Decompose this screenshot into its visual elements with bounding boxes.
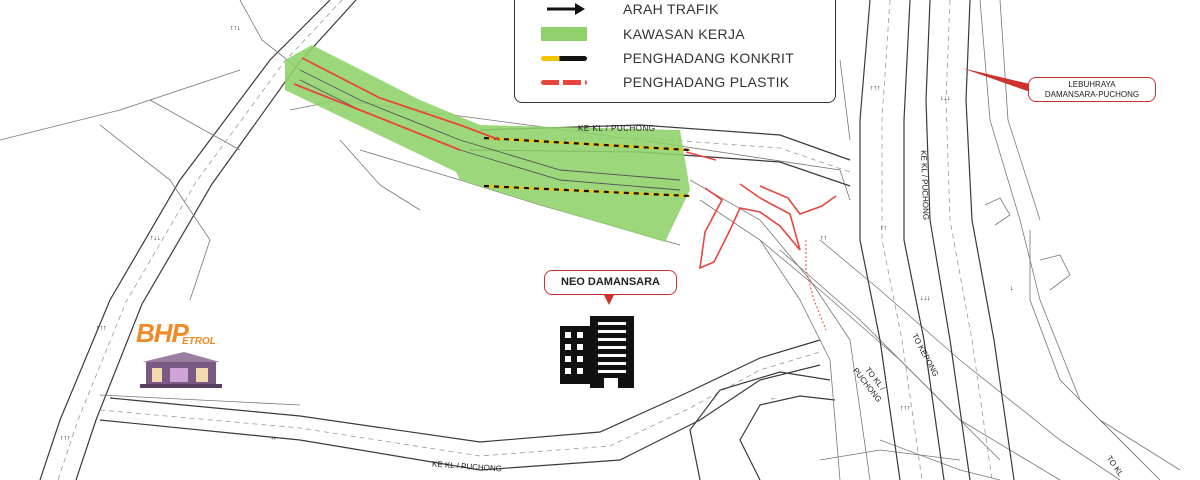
legend-row-work-zone: KAWASAN KERJA	[541, 24, 745, 44]
svg-text:↑↑: ↑↑	[880, 225, 887, 232]
bhp-petrol-logo: BHP ETROL	[132, 318, 224, 390]
concrete-barrier-line	[541, 51, 587, 65]
svg-text:↑↑: ↑↑	[820, 235, 827, 242]
svg-text:↓↓↓: ↓↓↓	[940, 95, 951, 102]
map-legend: ARAH TRAFIK KAWASAN KERJA PENGHADANG KON…	[514, 0, 836, 103]
svg-text:↑↑↑: ↑↑↑	[870, 85, 881, 92]
work-zone-swatch	[541, 27, 587, 41]
plastic-barrier	[301, 57, 501, 141]
legend-row-plastic-barrier: PENGHADANG PLASTIK	[541, 72, 789, 92]
svg-text:↑↑↓: ↑↑↓	[230, 25, 241, 32]
road-label-ke-kl-puchong-top: KE KL / PUCHONG	[578, 124, 656, 133]
legend-label: ARAH TRAFIK	[623, 1, 719, 17]
traffic-arrow-markers: ↑↑↓ ↑↓↓ ↑↑↑ ↑↑↑ ↔ ↑↑↑ ↓↓↓ ↑↑ ↓↓↓ ↑↑↑ ↓ ←…	[60, 25, 1014, 442]
lebuhraya-line1: LEBUHRAYA	[1068, 80, 1116, 89]
lebuhraya-line2: DAMANSARA-PUCHONG	[1044, 90, 1140, 99]
neo-damansara-callout: NEO DAMANSARA	[544, 270, 677, 295]
lebuhraya-callout: LEBUHRAYA DAMANSARA-PUCHONG	[1028, 77, 1156, 102]
petrol-station-icon	[140, 352, 222, 388]
svg-text:↑↓↓: ↑↓↓	[150, 235, 161, 242]
svg-text:↑↑↑: ↑↑↑	[96, 325, 107, 332]
svg-text:↔: ↔	[270, 435, 277, 442]
bhp-brand-text: BHP	[136, 318, 189, 348]
legend-row-traffic: ARAH TRAFIK	[541, 0, 719, 19]
legend-row-concrete-barrier: PENGHADANG KONKRIT	[541, 48, 794, 68]
svg-text:←: ←	[770, 395, 777, 402]
arrow-icon	[541, 2, 587, 16]
svg-text:↑↑↑: ↑↑↑	[60, 435, 71, 442]
legend-label: PENGHADANG KONKRIT	[623, 50, 795, 66]
legend-label: PENGHADANG PLASTIK	[623, 74, 790, 90]
plastic-barrier-line	[541, 75, 587, 89]
work-zone-area	[285, 45, 690, 242]
building-icon	[560, 316, 636, 388]
bhp-sub-text: ETROL	[182, 336, 216, 347]
svg-text:↑↑↑: ↑↑↑	[900, 405, 911, 412]
legend-label: KAWASAN KERJA	[623, 26, 745, 42]
svg-text:↓↓↓: ↓↓↓	[920, 295, 931, 302]
svg-text:↓: ↓	[1010, 285, 1014, 292]
